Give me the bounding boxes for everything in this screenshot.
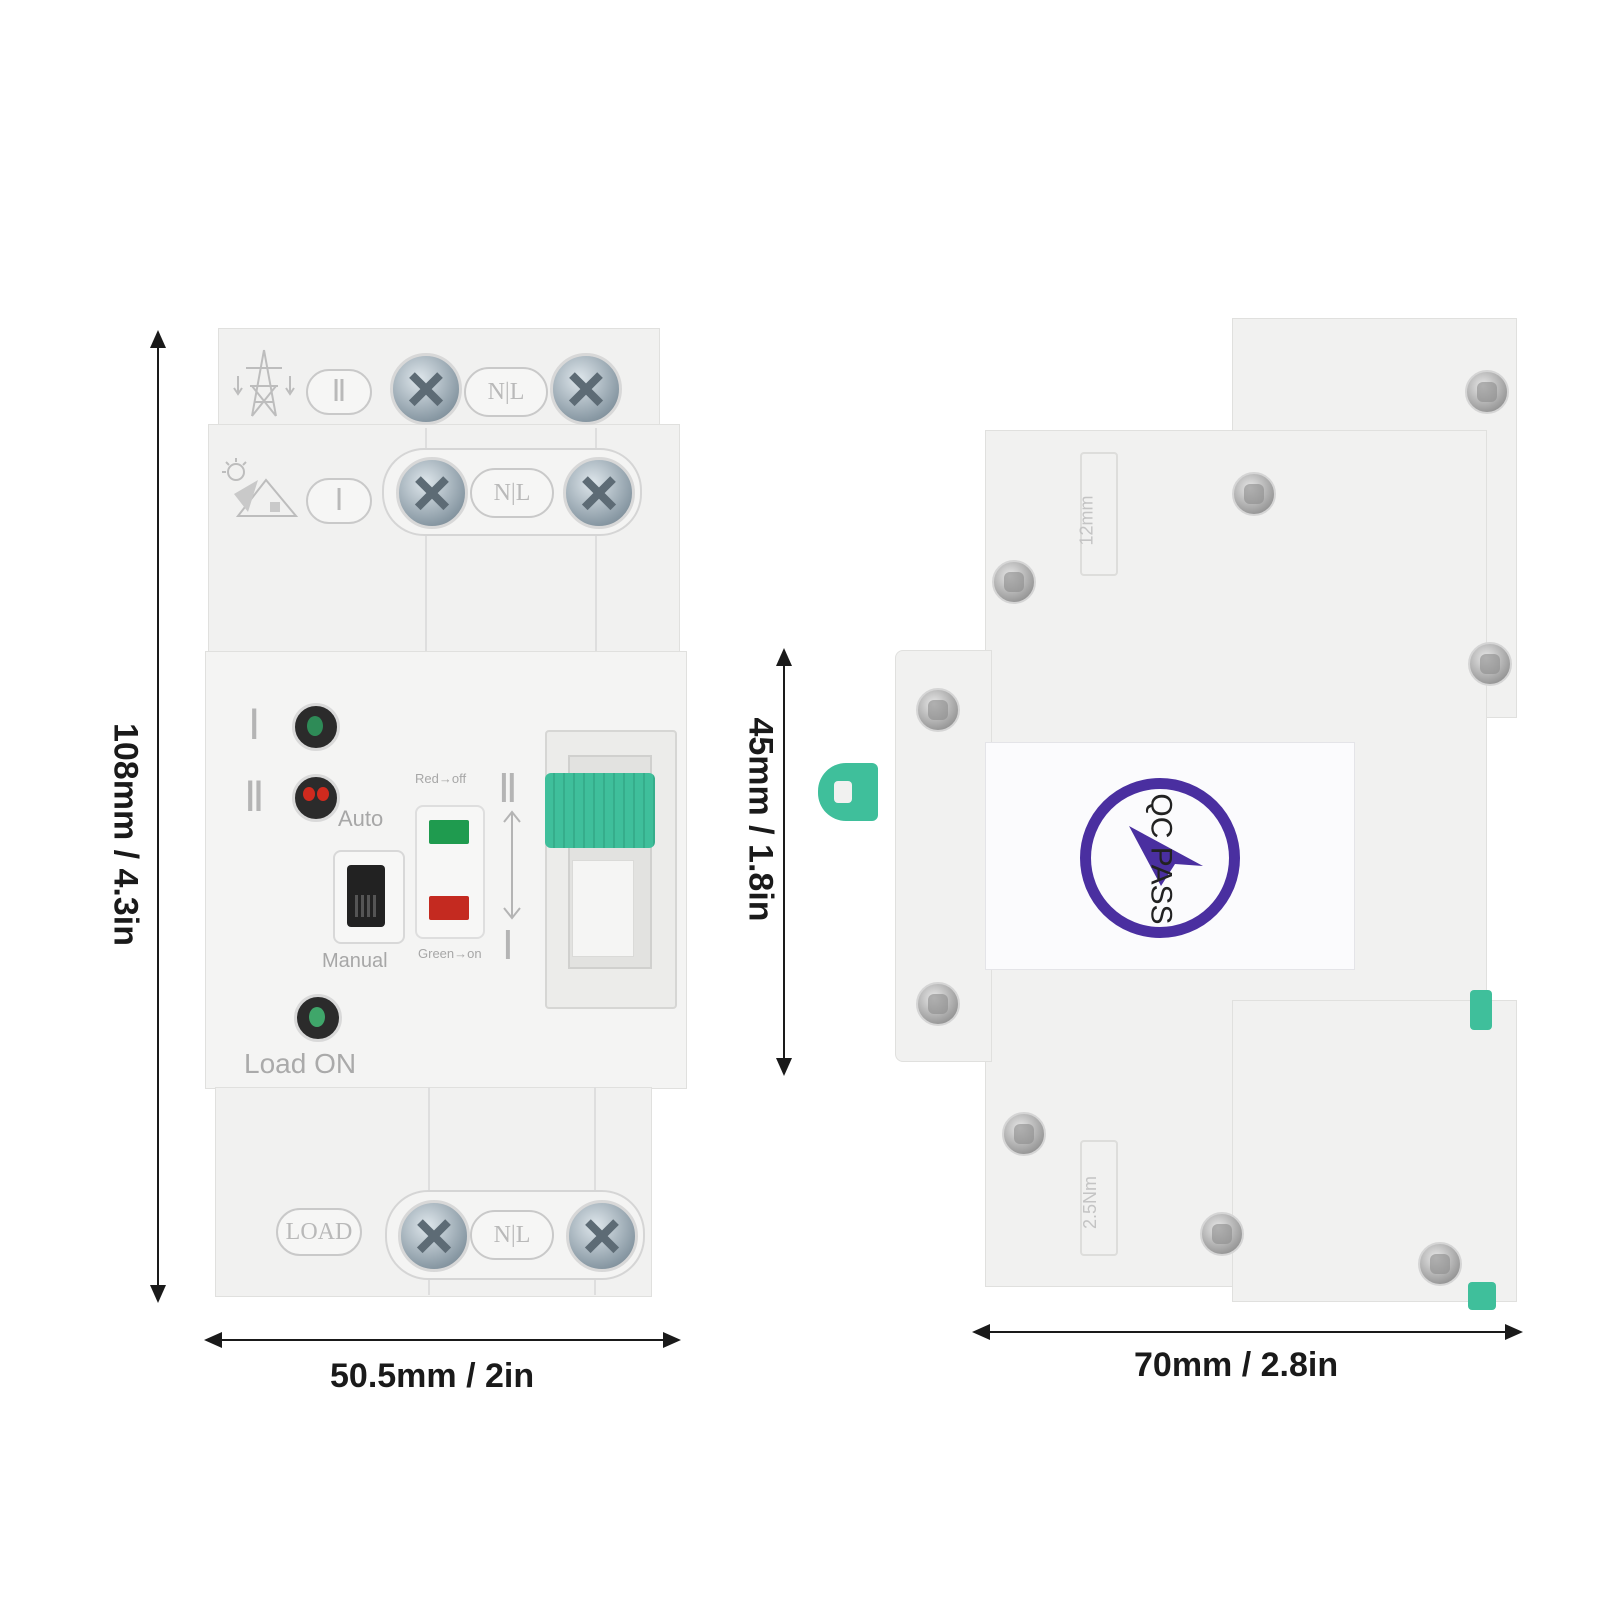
depth-dimension-label: 45mm / 1.8in	[741, 717, 780, 922]
screw-icon	[1232, 472, 1276, 516]
side-handle-nub[interactable]	[818, 763, 878, 821]
source-1-terminal-label: Ⅰ	[306, 478, 372, 524]
screw-icon[interactable]	[563, 457, 635, 529]
switch-bottom-label: Ⅰ	[502, 923, 514, 968]
auto-label: Auto	[338, 806, 384, 831]
screw-icon	[1468, 642, 1512, 686]
solar-house-icon	[222, 458, 299, 517]
load-terminal-label: LOAD	[276, 1208, 362, 1256]
source-2-terminal-label: Ⅱ	[306, 369, 372, 415]
switch-top-label: Ⅱ	[498, 766, 518, 811]
screw-icon	[1418, 1242, 1462, 1286]
up-down-arrow-icon	[503, 810, 521, 920]
indicator-2-label: Ⅱ	[244, 775, 265, 821]
width-dimension-label: 50.5mm / 2in	[330, 1357, 535, 1395]
screw-icon[interactable]	[396, 457, 468, 529]
qc-pass-text: QC PASS	[1144, 793, 1178, 925]
screw-icon	[1002, 1112, 1046, 1156]
red-off-label: Red→off	[415, 771, 467, 786]
qc-pass-stamp-icon	[1080, 778, 1240, 938]
mode-toggle-switch[interactable]	[347, 865, 385, 927]
side-label-top: 12mm	[1076, 495, 1097, 546]
green-on-label: Green→on	[418, 946, 482, 961]
indicator-1-label: Ⅰ	[248, 703, 261, 749]
green-status-window	[429, 820, 469, 844]
nl-terminal-label-top: N|L	[464, 367, 548, 417]
screw-icon	[1465, 370, 1509, 414]
screw-icon	[1200, 1212, 1244, 1256]
height-dimension-label: 108mm / 4.3in	[106, 722, 145, 946]
load-on-led	[294, 994, 342, 1042]
transfer-switch-handle[interactable]	[545, 773, 655, 848]
source-1-led	[292, 703, 340, 751]
nl-terminal-label-mid: N|L	[470, 468, 554, 518]
load-on-label: Load ON	[244, 1048, 357, 1079]
side-label-bottom: 2.5Nm	[1080, 1175, 1101, 1230]
screw-icon[interactable]	[390, 353, 462, 425]
source-2-led	[292, 774, 340, 822]
side-width-dimension-label: 70mm / 2.8in	[1134, 1346, 1339, 1384]
screw-icon	[916, 982, 960, 1026]
side-bottom-block	[1232, 1000, 1517, 1302]
qc-arrow-icon	[1129, 826, 1203, 886]
screw-icon	[992, 560, 1036, 604]
screw-icon[interactable]	[566, 1200, 638, 1272]
screw-icon	[916, 688, 960, 732]
screw-icon[interactable]	[550, 353, 622, 425]
power-tower-icon	[233, 349, 295, 417]
manual-label: Manual	[322, 950, 388, 972]
screw-icon[interactable]	[398, 1200, 470, 1272]
nl-terminal-label-bottom: N|L	[470, 1210, 554, 1260]
red-status-window	[429, 896, 469, 920]
